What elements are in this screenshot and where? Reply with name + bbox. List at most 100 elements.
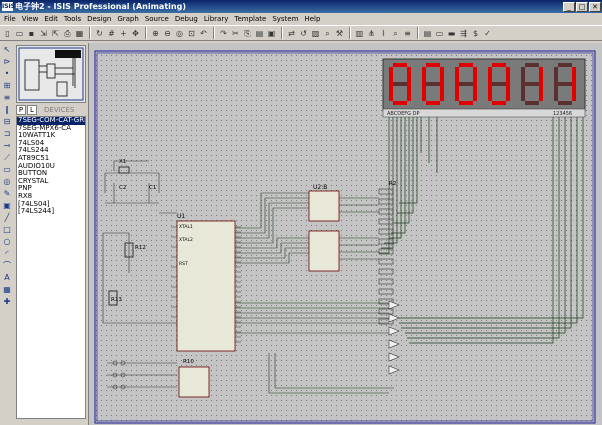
device-list-item[interactable]: 74LS244: [18, 146, 49, 155]
device-list-item[interactable]: 74LS04: [18, 138, 45, 147]
schematic-canvas[interactable]: ABCDEFG DP 123456 U1 XTAL1 XTAL2 RST U2:…: [88, 43, 602, 425]
menu-template[interactable]: Template: [234, 14, 267, 23]
menu-design[interactable]: Design: [87, 14, 112, 23]
copy-icon[interactable]: ⎘: [244, 28, 251, 38]
zoom-out-icon[interactable]: ⊖: [164, 28, 171, 38]
display-digit: [455, 63, 477, 105]
new-file-icon[interactable]: ▯: [5, 28, 10, 38]
menu-debug[interactable]: Debug: [174, 14, 198, 23]
display-segment: [426, 101, 440, 105]
menu-system[interactable]: System: [272, 14, 299, 23]
menu-library[interactable]: Library: [203, 14, 229, 23]
wire-autoroute-icon[interactable]: ⌇: [381, 28, 386, 38]
grid-icon[interactable]: #: [108, 28, 115, 38]
symbol-icon[interactable]: ▦: [3, 285, 11, 294]
pan-icon[interactable]: ✥: [132, 28, 139, 38]
block-rotate-icon[interactable]: ↺: [300, 28, 307, 38]
menu-graph[interactable]: Graph: [117, 14, 139, 23]
save-icon[interactable]: ▪: [28, 28, 35, 38]
device-list-item[interactable]: 7SEG-COM-CAT-GRN: [17, 116, 86, 125]
device-list-item[interactable]: RX8: [18, 191, 33, 200]
netlist-icon[interactable]: ⇶: [460, 28, 467, 38]
select-icon[interactable]: ↖: [3, 45, 11, 54]
junction-icon[interactable]: •: [4, 69, 10, 78]
menu-edit[interactable]: Edit: [44, 14, 58, 23]
device-list-item[interactable]: 10WATT1K: [18, 131, 56, 140]
paste-icon[interactable]: ▤: [255, 28, 264, 38]
maximize-button[interactable]: □: [576, 1, 588, 12]
bom-icon[interactable]: $: [472, 28, 479, 38]
subcircuit-icon[interactable]: ⊟: [3, 117, 11, 126]
marker-icon[interactable]: ✚: [3, 297, 11, 306]
resistor: [378, 238, 394, 245]
device-list-item[interactable]: [74LS244]: [18, 207, 55, 216]
label-icon[interactable]: ⊞: [3, 81, 11, 90]
property-icon[interactable]: ≡: [404, 28, 411, 38]
menu-file[interactable]: File: [4, 14, 16, 23]
device-list-item[interactable]: CRYSTAL: [18, 176, 49, 185]
library-tab[interactable]: L: [27, 104, 37, 115]
redo-icon[interactable]: ↷: [220, 28, 227, 38]
path-icon[interactable]: ⌒: [3, 261, 11, 270]
close-button[interactable]: ✕: [589, 1, 601, 12]
erc-icon[interactable]: ✓: [484, 28, 491, 38]
block-move-icon[interactable]: ⇄: [288, 28, 295, 38]
menu-view[interactable]: View: [21, 14, 39, 23]
virtual-instrument-icon[interactable]: ▣: [3, 201, 11, 210]
zoom-in-icon[interactable]: ⊕: [152, 28, 159, 38]
generator-icon[interactable]: ◎: [3, 177, 11, 186]
device-list-item[interactable]: AUDIO10U: [18, 161, 55, 170]
device-list-item[interactable]: [74LS04]: [18, 199, 50, 208]
resistor: [378, 268, 394, 275]
overview-window[interactable]: [16, 45, 86, 103]
make-device-icon[interactable]: ⚒: [335, 28, 344, 38]
print-icon[interactable]: ⎙: [64, 28, 71, 38]
new-sheet-icon[interactable]: ▭: [435, 28, 444, 38]
device-list-item[interactable]: BUTTON: [18, 169, 48, 178]
cut-icon[interactable]: ✂: [232, 28, 239, 38]
package-icon[interactable]: ▥: [355, 28, 364, 38]
minimize-button[interactable]: _: [563, 1, 575, 12]
origin-icon[interactable]: +: [120, 28, 127, 38]
design-explorer-icon[interactable]: ▤: [423, 28, 432, 38]
line-icon[interactable]: ╱: [4, 213, 10, 222]
text-script-icon[interactable]: ≡: [3, 93, 11, 102]
bus-icon[interactable]: ‖: [5, 105, 9, 114]
tape-icon[interactable]: ▭: [3, 165, 11, 174]
text-icon[interactable]: A: [4, 273, 10, 282]
display-segment: [554, 67, 558, 84]
refresh-icon[interactable]: ↻: [96, 28, 103, 38]
open-folder-icon[interactable]: ▭: [15, 28, 24, 38]
terminal-icon[interactable]: ⊐: [3, 129, 11, 138]
arc-icon[interactable]: ◜: [5, 249, 9, 258]
decompose-icon[interactable]: ⋔: [368, 28, 375, 38]
device-list-item[interactable]: AT89C51: [18, 153, 50, 162]
export-icon[interactable]: ⇱: [52, 28, 59, 38]
circle-icon[interactable]: ○: [3, 237, 11, 246]
block-delete-icon[interactable]: ▨: [311, 28, 320, 38]
import-icon[interactable]: ⇲: [40, 28, 47, 38]
search-icon[interactable]: ⌕: [393, 28, 398, 38]
print-area-icon[interactable]: ▦: [75, 28, 84, 38]
menu-tools[interactable]: Tools: [63, 14, 82, 23]
graph-icon[interactable]: ⟋: [4, 153, 10, 162]
display-segment: [525, 101, 539, 105]
zoom-area-icon[interactable]: ⊡: [188, 28, 195, 38]
pick-device-icon[interactable]: ⌕: [325, 28, 330, 38]
device-list-item[interactable]: 7SEG-MPX6-CA: [18, 123, 71, 132]
undo-icon[interactable]: ↶: [200, 28, 207, 38]
device-list-item[interactable]: PNP: [18, 184, 32, 193]
zoom-all-icon[interactable]: ◎: [176, 28, 183, 38]
display-segment: [459, 101, 473, 105]
menu-source[interactable]: Source: [144, 14, 169, 23]
pin-icon[interactable]: ⊸: [3, 141, 11, 150]
box-icon[interactable]: □: [3, 225, 11, 234]
pick-device-tab[interactable]: P: [16, 104, 26, 115]
display-digit: [521, 63, 543, 105]
remove-sheet-icon[interactable]: ▬: [447, 28, 456, 38]
block-copy-icon[interactable]: ▣: [267, 28, 276, 38]
component-icon[interactable]: ⊳: [3, 57, 11, 66]
probe-icon[interactable]: ✎: [3, 189, 11, 198]
menu-help[interactable]: Help: [304, 14, 321, 23]
